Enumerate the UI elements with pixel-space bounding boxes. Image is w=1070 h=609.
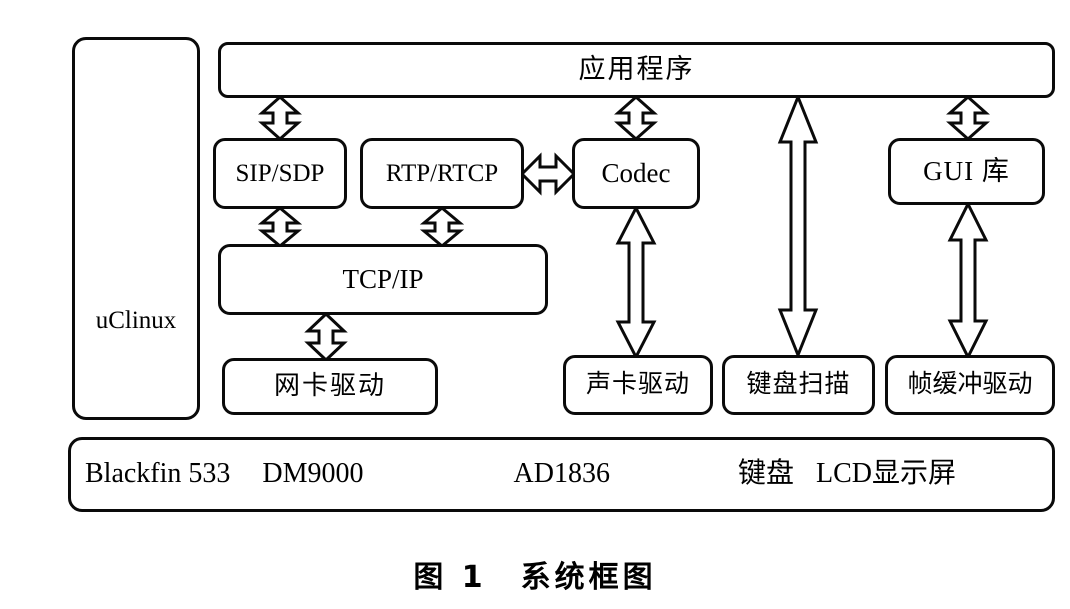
arrow-rtp-rtcp-to-tcp-ip [418, 206, 466, 248]
nic-driver-block[interactable]: 网卡驱动 [222, 358, 438, 415]
gui-lib-label: GUI 库 [923, 155, 1010, 186]
sound-driver-label: 声卡驱动 [585, 371, 690, 399]
rtp-rtcp-block[interactable]: RTP/RTCP [360, 138, 524, 209]
arrow-sip-sdp-to-tcp-ip [256, 206, 304, 248]
gui-lib-block[interactable]: GUI 库 [888, 138, 1045, 205]
framebuffer-driver-block[interactable]: 帧缓冲驱动 [885, 355, 1055, 415]
sip-sdp-block[interactable]: SIP/SDP [213, 138, 347, 209]
arrow-rtp-rtcp-to-codec [519, 150, 577, 198]
framebuffer-driver-label: 帧缓冲驱动 [907, 371, 1033, 399]
hardware-item-lcd-display: LCD显示屏 [816, 458, 957, 490]
rtp-rtcp-label: RTP/RTCP [385, 159, 499, 187]
sound-driver-block[interactable]: 声卡驱动 [563, 355, 713, 415]
arrow-application-to-keyboard-scan [774, 92, 822, 360]
uclinux-label: uClinux [95, 307, 177, 335]
application-block[interactable]: 应用程序 [218, 42, 1055, 98]
hardware-item-list: Blackfin 533 DM9000 AD1836 键盘 LCD显示屏 [71, 458, 1052, 490]
arrow-application-to-gui-lib [944, 94, 992, 142]
keyboard-scan-block[interactable]: 键盘扫描 [722, 355, 875, 415]
hardware-item-keyboard: 键盘 [738, 458, 795, 490]
arrow-gui-lib-to-framebuffer-driver [944, 200, 992, 361]
arrow-tcp-ip-to-nic-driver [302, 311, 350, 363]
nic-driver-label: 网卡驱动 [273, 371, 386, 401]
hardware-layer-block[interactable]: Blackfin 533 DM9000 AD1836 键盘 LCD显示屏 [68, 437, 1055, 512]
tcp-ip-label: TCP/IP [342, 263, 424, 294]
tcp-ip-block[interactable]: TCP/IP [218, 244, 548, 315]
arrow-application-to-codec [612, 94, 660, 142]
figure-caption: 图 1 系统框图 [413, 560, 657, 595]
codec-label: Codec [601, 157, 671, 188]
hardware-item-blackfin: Blackfin 533 [85, 458, 231, 490]
hardware-item-ad1836: AD1836 [513, 458, 610, 490]
uclinux-block[interactable]: uClinux [72, 37, 200, 420]
sip-sdp-label: SIP/SDP [235, 159, 325, 187]
hardware-item-dm9000: DM9000 [262, 458, 364, 490]
arrow-application-to-sip-sdp [256, 94, 304, 142]
codec-block[interactable]: Codec [572, 138, 700, 209]
keyboard-scan-label: 键盘扫描 [746, 371, 851, 399]
application-label: 应用程序 [578, 54, 695, 85]
arrow-codec-to-sound-driver [612, 204, 660, 361]
